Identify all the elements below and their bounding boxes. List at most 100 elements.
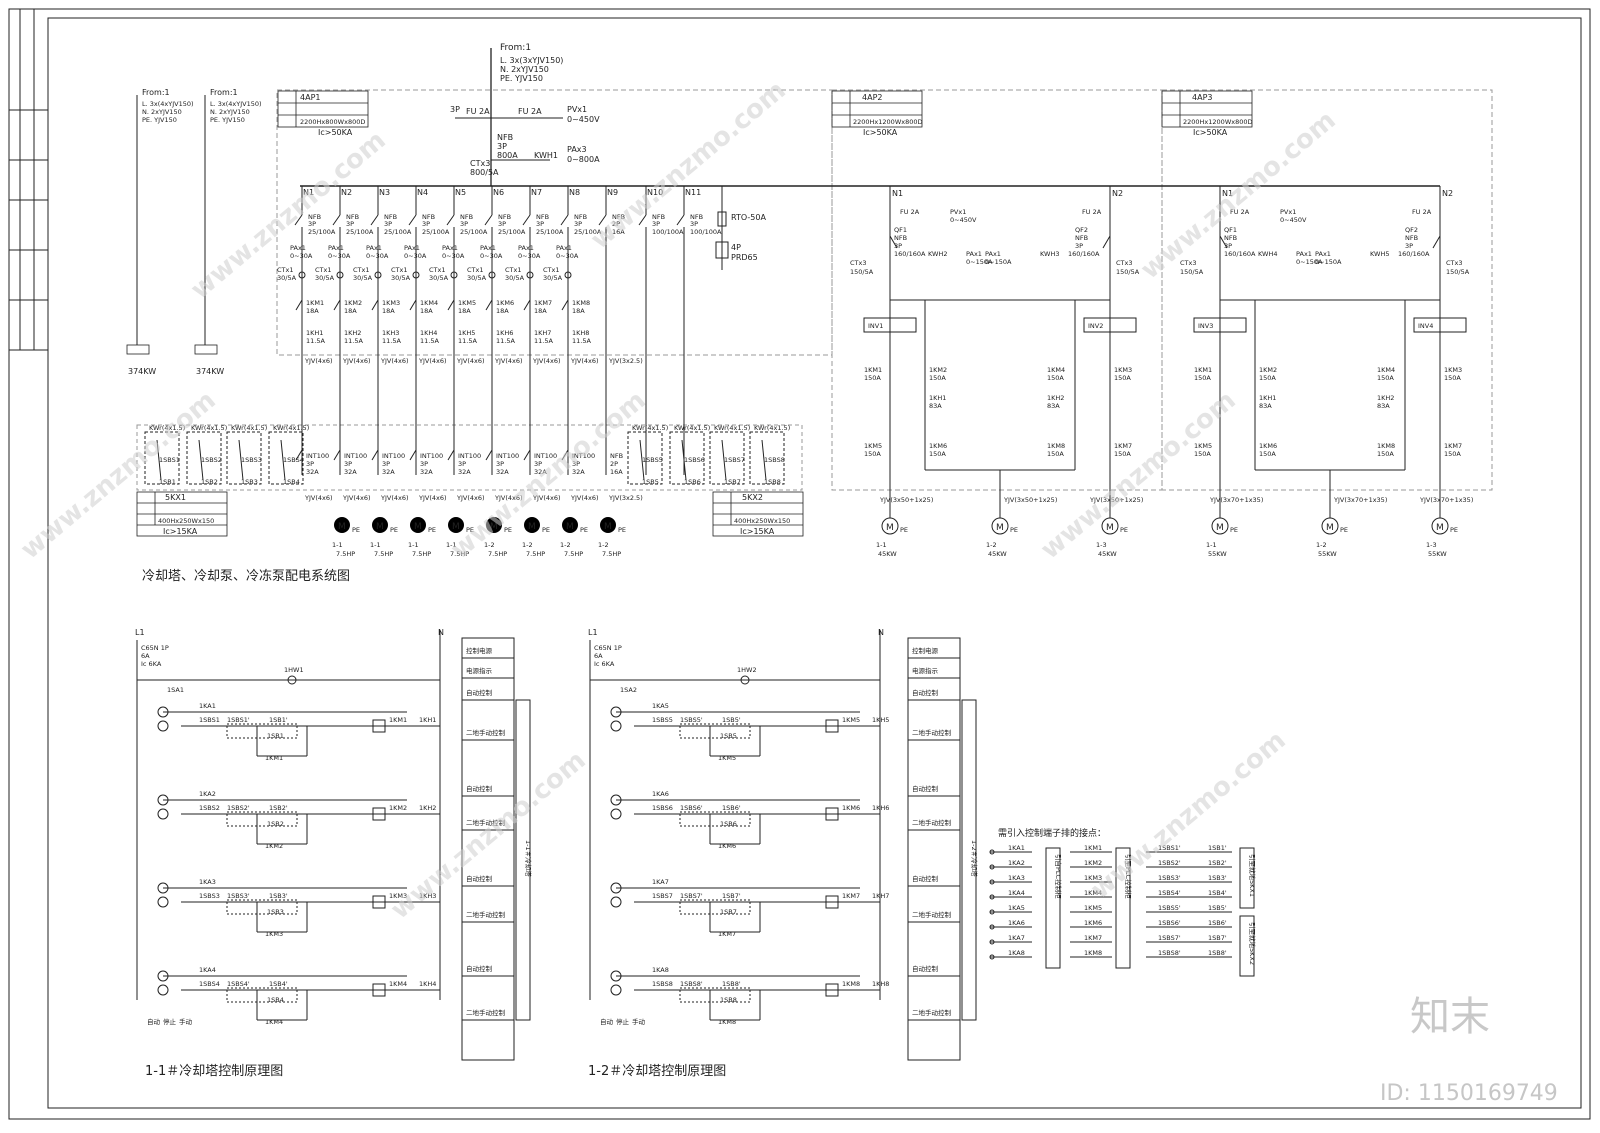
breaker-rating: 16A (612, 228, 625, 236)
terminal-ka: 1KA1 (1008, 844, 1025, 852)
branch-number: N4 (417, 188, 428, 197)
relay-label: 1KH8 (572, 329, 589, 337)
isolator-label: INT100 (458, 452, 481, 460)
motor-power: 7.5HP (564, 550, 583, 558)
field-button: 1SB8 (764, 478, 781, 486)
ammeter: PAx1 (442, 244, 458, 252)
ka-label: 1KA7 (652, 878, 669, 886)
system-diagram-title: 冷却塔、冷却泵、冷冻泵配电系统图 (142, 568, 350, 584)
sbs-label: 1SBS6 (652, 804, 673, 812)
inverter-label: INV2 (1088, 322, 1103, 330)
motor-power: 55KW (1318, 550, 1337, 558)
qf-rating: 160/160A (1398, 250, 1430, 258)
image-id: ID: 1150169749 (1380, 1081, 1558, 1106)
motor-power: 45KW (878, 550, 897, 558)
sb2-label: 1SB7 (720, 908, 737, 916)
kh-rating: 83A (1377, 402, 1390, 410)
legend-entry: 二地手动控制 (912, 818, 952, 827)
km-label: 1KM8 (1047, 442, 1065, 450)
branch-number: N1 (303, 188, 314, 197)
sbs2-label: 1SBS3' (227, 892, 250, 900)
breaker-rating: 25/100A (346, 228, 374, 236)
sb-label: 1SB7' (722, 892, 741, 900)
field-cable: KWr(4x1.5) (231, 424, 267, 432)
terminal-km: 1KM1 (1084, 844, 1102, 852)
side-label: 1-2＃冷却塔 (970, 840, 979, 877)
km-rating: 150A (929, 374, 946, 382)
ct-symbol (488, 271, 496, 279)
spd-fuse-symbol (717, 211, 727, 227)
motor-power: 7.5HP (336, 550, 355, 558)
cable-label: YJV(4x6) (418, 494, 447, 502)
breaker-type: NFB (460, 213, 473, 221)
field-wire (681, 439, 687, 481)
box2-size: 400Hx250Wx150 (734, 517, 790, 525)
ct-label: CTx1 (467, 266, 484, 274)
relay-rating: 11.5A (496, 337, 515, 345)
legend-entry: 电源指示 (466, 666, 493, 675)
motor-number: 1-3 (1426, 541, 1437, 549)
isolator-symbol (371, 449, 379, 461)
qf-label: QF1 (1224, 226, 1237, 234)
incomer-pv-range: 0~450V (567, 115, 600, 124)
pv-range: 0~450V (1280, 216, 1307, 224)
isolator-label: INT100 (496, 452, 519, 460)
kwh-label: KWH2 (928, 250, 947, 258)
isolator-poles: 3P (458, 460, 466, 468)
sbs-label: 1SBS2 (199, 804, 220, 812)
dashed-group (679, 811, 751, 827)
contactor-label: 1KM5 (458, 299, 476, 307)
breaker-poles: 3P (652, 220, 660, 228)
qf-label: QF1 (894, 226, 907, 234)
isolator-poles: 3P (420, 460, 428, 468)
motor-letter: M (886, 523, 894, 533)
contactor-symbol (561, 299, 569, 311)
coil-symbol (372, 895, 386, 909)
terminal-node (157, 808, 169, 820)
field-wire (198, 439, 204, 481)
watermark-2: www.znzmo.com (585, 75, 791, 255)
sbs2-label: 1SBS2' (227, 804, 250, 812)
sbs-label: 1SBS5 (652, 716, 673, 724)
fuse-label: FU 2A (1412, 208, 1432, 216)
terminal-km: 1KM4 (1084, 889, 1102, 897)
main-pa: PAx3 (567, 145, 587, 154)
isolator-label: INT100 (344, 452, 367, 460)
motor-letter: M (1436, 523, 1444, 533)
ka-label: 1KA3 (199, 878, 216, 886)
coil-label: 1KM3 (389, 892, 407, 900)
breaker-symbol (638, 214, 647, 226)
spd-fuse: RTO-50A (731, 213, 766, 222)
terminal-sb: 1SB2' (1208, 859, 1227, 867)
isolator-symbol (561, 449, 569, 461)
branch-number: N8 (569, 188, 580, 197)
motor-pe: PE (1120, 526, 1128, 534)
ka-label: 1KA8 (652, 966, 669, 974)
isolator-label: INT100 (534, 452, 557, 460)
isolator-symbol (447, 449, 455, 461)
watermark-6: www.znzmo.com (385, 745, 591, 925)
motor-power: 7.5HP (412, 550, 431, 558)
main-ct-ratio: 800/5A (470, 168, 499, 177)
pv-range: 0~450V (950, 216, 977, 224)
km-rating: 150A (864, 374, 881, 382)
cable-label: YJV(3x2.5) (608, 357, 643, 365)
motor-number: 1-2 (1316, 541, 1327, 549)
field-switch: 1SBS6 (684, 456, 705, 464)
contactor-rating: 18A (572, 307, 585, 315)
relay-label: 1KH1 (306, 329, 323, 337)
ct-label: CTx3 (1116, 259, 1133, 267)
dashed-group (226, 987, 298, 1003)
pa-label: PAx1 (1296, 250, 1312, 258)
motor-number: 1-1 (446, 541, 457, 549)
terminal-box (1239, 915, 1255, 977)
cable-label: YJV(4x6) (418, 357, 447, 365)
l1-label: L1 (588, 628, 598, 637)
terminal-sbs: 1SBS7' (1158, 934, 1181, 942)
relay-label: 1KH4 (420, 329, 437, 337)
motor-power: 55KW (1428, 550, 1447, 558)
breaker-type: C65N 1P (594, 644, 622, 652)
legend-entry: 自动控制 (912, 784, 939, 793)
sbs2-label: 1SBS7' (680, 892, 703, 900)
sb2-label: 1SB6 (720, 820, 737, 828)
